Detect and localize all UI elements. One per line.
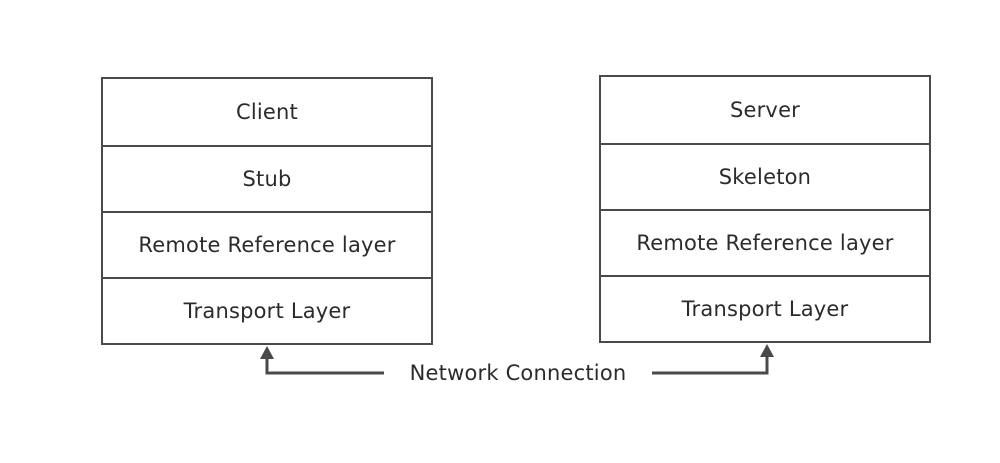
network-connection-label: Network Connection [384,356,652,390]
skeleton-layer: Skeleton [601,143,929,209]
stub-layer: Stub [103,145,431,211]
server-layer: Server [729,98,801,122]
client-arrowhead-icon [260,346,274,359]
client-layer: Client [236,100,298,124]
client-transport-layer: Transport Layer [103,277,431,343]
server-transport-layer: Transport Layer [601,275,929,341]
server-remote-reference-layer: Remote Reference layer [601,209,929,275]
server-arrowhead-icon [760,344,774,357]
server-stack: Server Skeleton Remote Reference layer T… [599,75,931,343]
client-stack: Client Stub Remote Reference layer Trans… [101,77,433,345]
client-remote-reference-layer: Remote Reference layer [103,211,431,277]
